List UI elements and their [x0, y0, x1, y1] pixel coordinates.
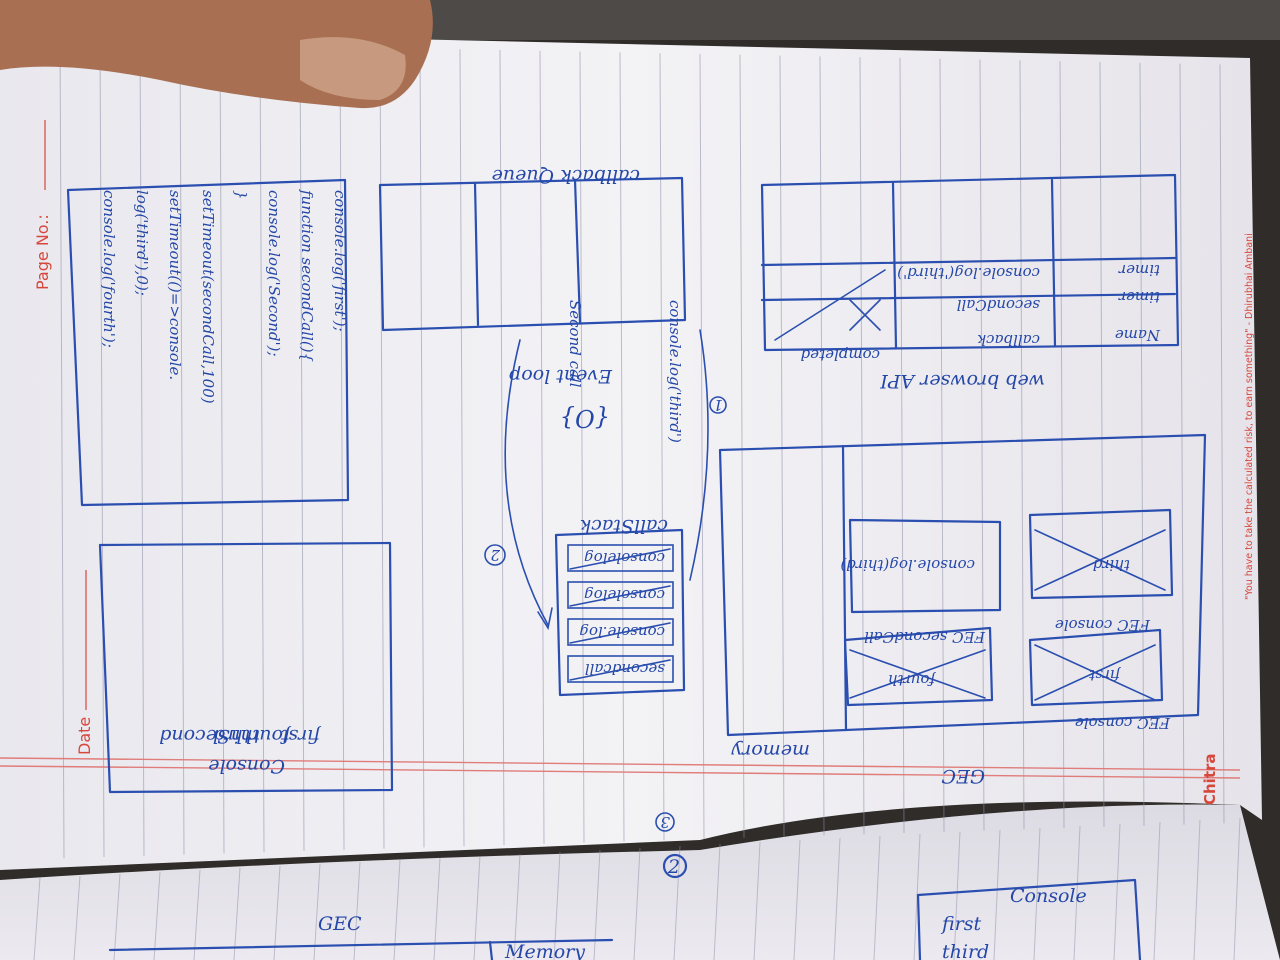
event-loop-symbol: {O}: [560, 404, 610, 432]
memory-title: memory: [731, 740, 810, 762]
memory-entry-console-third: console.log(third): [840, 556, 975, 574]
lower-gec-label: GEC: [318, 913, 362, 935]
brand-logo: Chitra: [1201, 753, 1219, 805]
svg-text:1: 1: [713, 396, 723, 414]
callback-queue: console.log('third') Second call callback…: [378, 165, 687, 443]
lower-page: [0, 804, 1280, 960]
callback-queue-cell: Second call: [566, 300, 584, 388]
code-line: setTimeout(()=>console.: [166, 190, 184, 380]
callstack: consolelogconsolelogconsole.logsecondcal…: [554, 515, 686, 697]
web-api-title: web browser API: [880, 370, 1045, 392]
callstack-strike: [569, 622, 671, 644]
svg-text:3: 3: [660, 813, 670, 831]
margin-line-2: [0, 765, 1241, 779]
callstack-strike: [569, 548, 671, 570]
code-line: log('third'),0);: [133, 190, 151, 296]
web-api-header-name: Name: [1115, 326, 1161, 344]
event-loop: {O} Event loop: [504, 329, 709, 631]
memory-area: memory GEC FEC console FEC secondCall FE…: [718, 433, 1207, 787]
code-line: }: [232, 190, 250, 200]
lower-line-first: first: [940, 913, 982, 935]
code-line: console.log('fourth');: [100, 190, 118, 348]
callstack-frame: [567, 581, 674, 609]
callstack-frame: [567, 544, 674, 572]
lower-line-third: third: [942, 941, 989, 960]
gec-label: GEC: [941, 765, 985, 787]
code-line: console.log('first');: [331, 190, 349, 332]
web-api-header-callback: callback: [977, 331, 1040, 349]
console-line: Second: [159, 725, 230, 747]
upper-page: [0, 30, 1262, 870]
web-api-table: web browser API Name callback timer seco…: [760, 173, 1180, 392]
memory-entry-first: first: [1088, 666, 1121, 684]
lower-memory-label: Memory: [504, 941, 585, 960]
callstack-strike: [569, 585, 671, 607]
code-line: function secondCall(){: [298, 189, 316, 363]
memory-entry-third: third: [1093, 556, 1130, 574]
lower-step-marker: 2: [667, 856, 680, 878]
margin-line-1: [0, 757, 1241, 771]
web-api-row2-name: timer: [1118, 261, 1160, 279]
console-line: fourth: [230, 725, 292, 747]
web-api-header-timer: timer: [1118, 288, 1160, 306]
ruled-lines: [59, 41, 1225, 859]
date-label: Date: [75, 717, 94, 755]
console-line: third: [213, 725, 260, 747]
quote-footer: "You have to take the calculated risk, t…: [1244, 233, 1255, 600]
page-no-label: Page No.:: [33, 214, 52, 290]
memory-entry-fourth: fourth: [888, 671, 936, 689]
step-markers: 1 2 3: [484, 396, 727, 832]
callstack-frame: [567, 618, 674, 646]
callstack-frame: [567, 655, 674, 683]
console-title: Console: [208, 755, 285, 777]
fec-console-1: FEC console: [1055, 616, 1151, 634]
code-line: setTimeout(secondCall,100): [199, 190, 217, 404]
code-box: console.log('first'); function secondCall…: [66, 178, 350, 507]
callstack-strike: [569, 659, 671, 681]
laptop-edge: [420, 0, 1280, 40]
code-line: console.log('Second');: [265, 190, 283, 357]
svg-text:2: 2: [490, 546, 501, 564]
fec-second-call: FEC secondCall: [864, 628, 986, 646]
web-api-status: completed: [801, 346, 880, 364]
console-line: first: [280, 725, 322, 747]
callstack-title: callStack: [580, 515, 668, 537]
fingernail: [300, 37, 406, 100]
lower-console-label: Console: [1010, 885, 1087, 907]
event-loop-label: Event loop: [509, 365, 613, 387]
fec-console-2: FEC console: [1075, 714, 1171, 732]
web-api-row2-callback: console.log('third'): [897, 264, 1040, 282]
web-api-row1-callback: secondCall: [957, 296, 1040, 314]
callback-queue-cell: console.log('third'): [666, 300, 684, 443]
callback-queue-title: callback Queue: [492, 165, 640, 187]
lower-page-content: 2 GEC Memory Console first third: [33, 817, 1241, 960]
